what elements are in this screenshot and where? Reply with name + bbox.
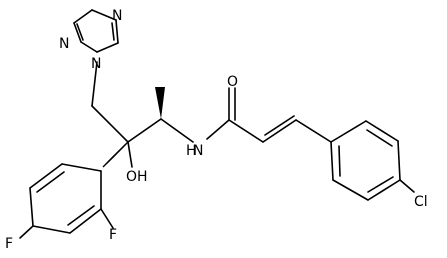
amide-n-label: N	[193, 143, 203, 159]
triazole-ring	[73, 9, 119, 53]
fluoro-para-label: F	[5, 236, 13, 252]
amide-h-label: H	[186, 143, 197, 159]
chloro-label: Cl	[414, 194, 428, 210]
carbonyl-oxygen-label: O	[227, 74, 238, 90]
backbone-bonds	[127, 87, 332, 168]
chlorophenyl-ring	[330, 120, 415, 201]
stereo-bonds	[102, 87, 165, 168]
difluorophenyl-ring	[19, 163, 114, 239]
fluoro-ortho-label: F	[109, 227, 117, 243]
alkyl-chain	[91, 61, 129, 143]
hydroxyl-label: OH	[126, 169, 148, 185]
triazole-n2-label: N	[59, 36, 69, 52]
triazole-n4-label: N	[112, 8, 122, 24]
triazole-n1-label: N	[91, 56, 101, 72]
atom-labels: N N N O N H OH F F Cl	[5, 8, 428, 252]
